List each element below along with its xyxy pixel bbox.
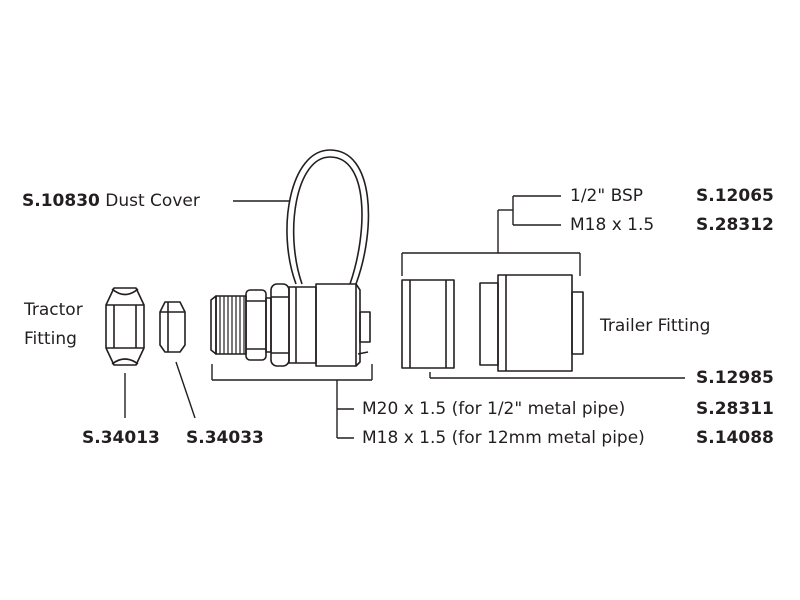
trailer-part-number: S.12985 [696, 368, 774, 388]
dust-cover-text: Dust Cover [105, 191, 200, 211]
trailer-body-part [479, 274, 584, 372]
m18-pipe-spec-label: M18 x 1.5 (for 12mm metal pipe) [362, 428, 645, 448]
bsp-part-number: S.12065 [696, 186, 774, 206]
dust-cover-label: S.10830 Dust Cover [22, 191, 200, 211]
tractor-fitting-label-line1: Tractor [24, 300, 83, 320]
olive-part-number: S.34033 [186, 428, 264, 448]
trailer-sleeve-part [401, 279, 455, 369]
coupler-body-part [210, 283, 371, 367]
m18-part-number: S.28312 [696, 215, 774, 235]
bsp-spec-label: 1/2" BSP [570, 186, 643, 206]
dust-cover-part-number: S.10830 [22, 191, 100, 211]
trailer-fitting-label: Trailer Fitting [600, 316, 711, 336]
m20-pipe-part-number: S.28311 [696, 399, 774, 419]
leader-lines [124, 195, 685, 439]
m20-pipe-spec-label: M20 x 1.5 (for 1/2" metal pipe) [362, 399, 626, 419]
m18-spec-label: M18 x 1.5 [570, 215, 655, 235]
hex-nut-part [105, 287, 145, 366]
dust-cover-part [286, 149, 370, 285]
nut-part-number: S.34013 [82, 428, 160, 448]
olive-part [159, 301, 186, 353]
tractor-fitting-label-line2: Fitting [24, 329, 77, 349]
m18-pipe-part-number: S.14088 [696, 428, 774, 448]
